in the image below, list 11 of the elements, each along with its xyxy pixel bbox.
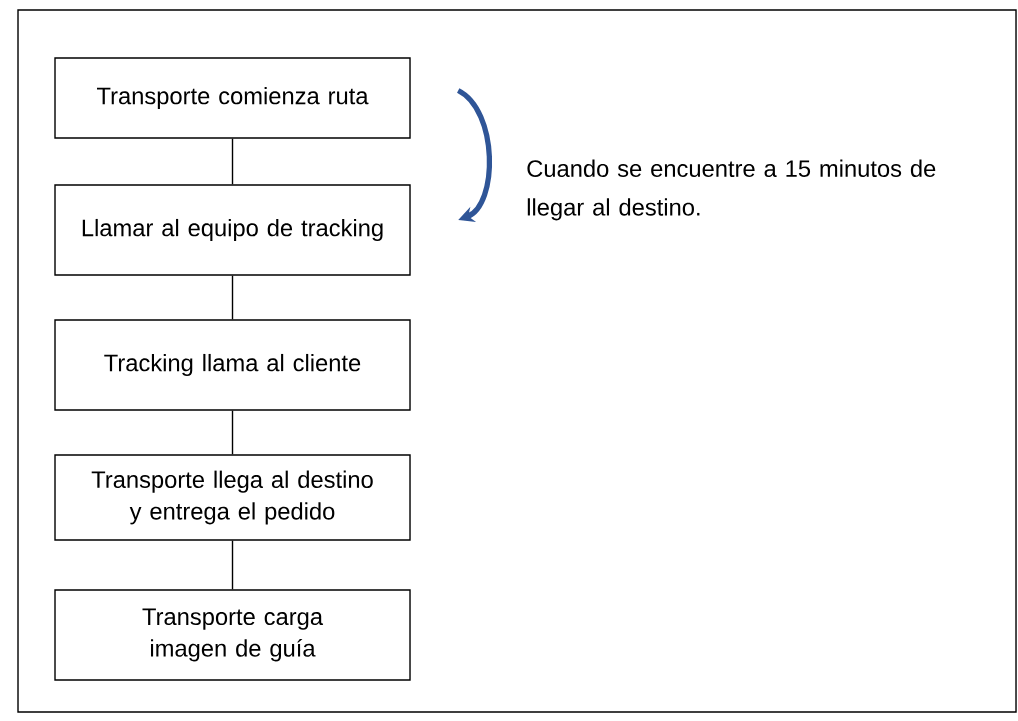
process-box: Transporte carga imagen de guía: [54, 589, 411, 681]
process-box: Tracking llama al cliente: [54, 319, 411, 411]
process-box: Transporte llega al destino y entrega el pedido: [54, 454, 411, 541]
connector-line: [231, 275, 234, 320]
process-box: Llamar al equipo de tracking: [54, 184, 411, 276]
curved-arrow: [456, 88, 492, 222]
edge-label: Cuando se encuentre a 15 minutos de llegar al destino.: [527, 159, 936, 221]
connector-line: [231, 410, 234, 455]
process-box: Transporte comienza ruta: [54, 57, 411, 139]
connector-line: [231, 138, 234, 185]
connector-line: [231, 540, 234, 590]
